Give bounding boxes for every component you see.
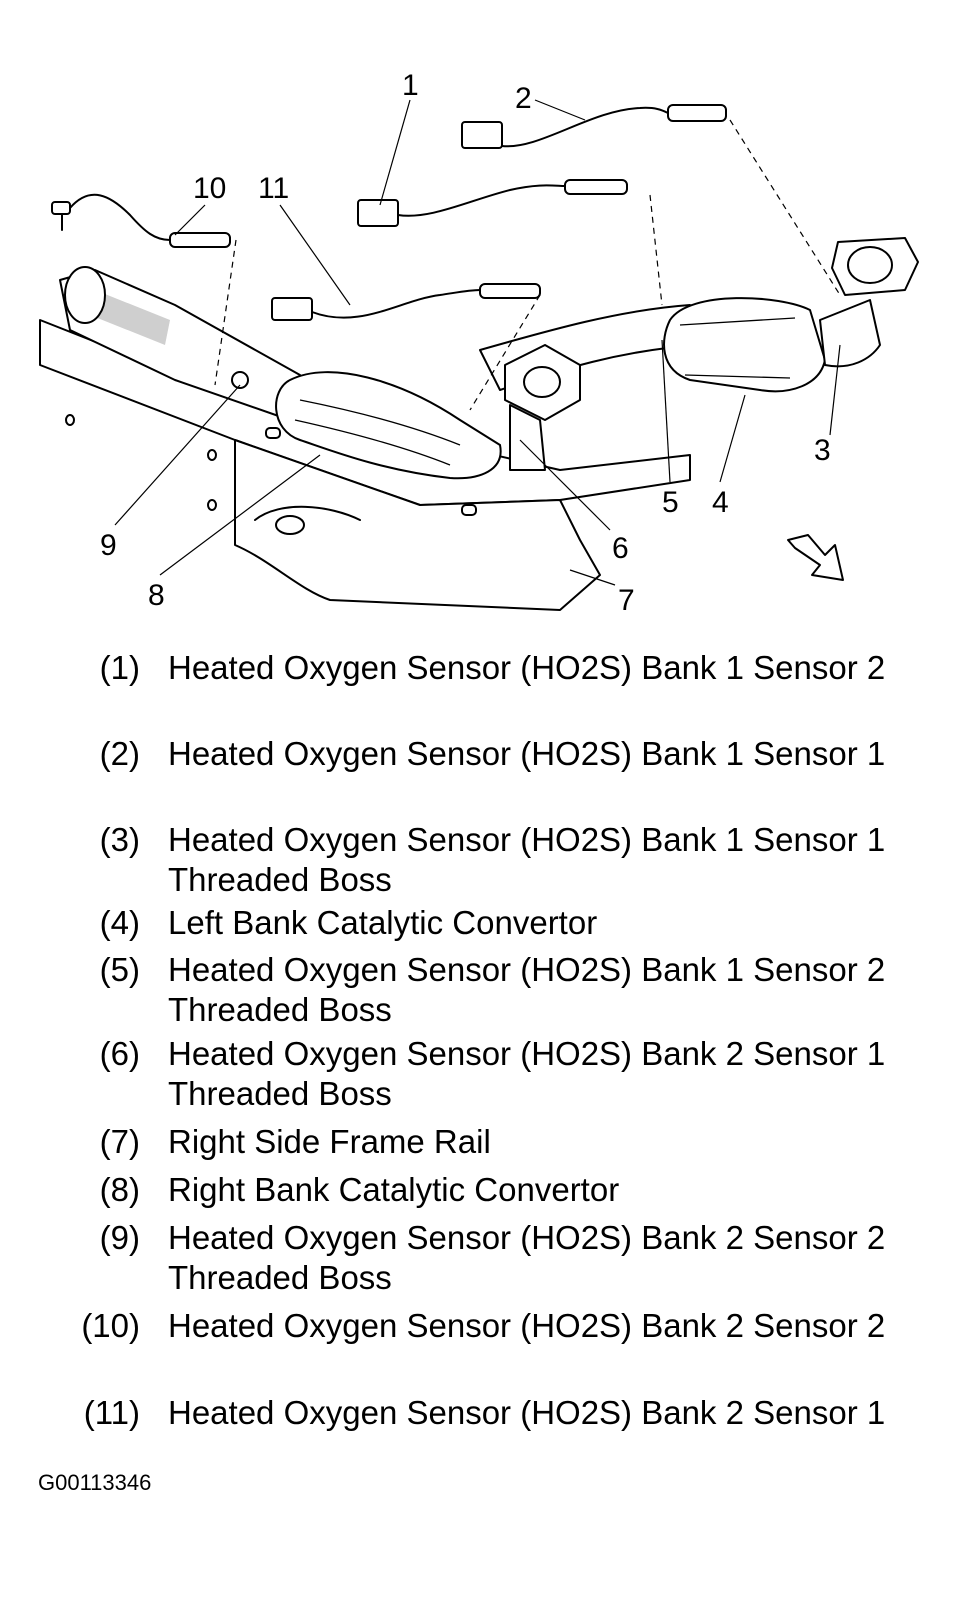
- callout-6: 6: [612, 532, 629, 565]
- callout-10: 10: [193, 172, 226, 205]
- oxygen-sensor-bank1-sensor1: [461, 104, 727, 149]
- callout-2: 2: [515, 82, 532, 115]
- callout-8: 8: [148, 579, 165, 612]
- callout-1: 1: [402, 69, 419, 102]
- callout-9: 9: [100, 529, 117, 562]
- callout-3: 3: [814, 434, 831, 467]
- direction-arrow-icon: [787, 534, 844, 581]
- callout-7: 7: [618, 584, 635, 617]
- oxygen-sensor-bank2-sensor1: [271, 283, 541, 321]
- right-bank-catalytic-convertor: [59, 266, 502, 480]
- callout-5: 5: [662, 486, 679, 519]
- callout-11: 11: [258, 172, 289, 205]
- figure-id: G00113346: [38, 1470, 152, 1495]
- left-bank-catalytic-convertor: [479, 237, 919, 471]
- oxygen-sensor-bank1-sensor2: [357, 179, 628, 227]
- oxygen-sensor-bank2-sensor2: [51, 193, 231, 248]
- right-side-frame-rail: [39, 319, 691, 611]
- callout-4: 4: [712, 486, 729, 519]
- exhaust-diagram: 1 2 3 4 5 6 7 8 9 10 11: [39, 69, 919, 617]
